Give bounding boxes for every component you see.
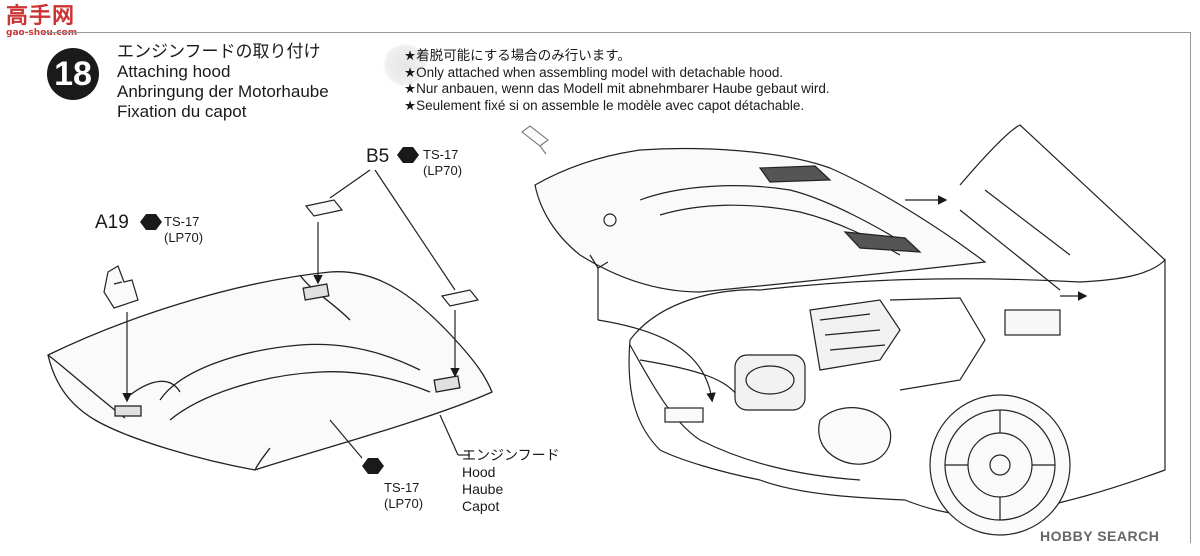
watermark: HOBBY SEARCH xyxy=(1040,528,1160,544)
part-b5-paint-code: TS-17 xyxy=(423,147,459,162)
note-fr: ★Seulement fixé si on assemble le modèle… xyxy=(404,97,805,113)
site-logo-text: 高手网 xyxy=(6,4,76,29)
hood-paint: TS-17 (LP70) xyxy=(384,480,423,512)
note-de: ★Nur anbauen, wenn das Modell mit abnehm… xyxy=(404,81,830,96)
site-logo-url: gao-shou.com xyxy=(6,28,78,38)
note-en: ★Only attached when assembling model wit… xyxy=(404,64,784,80)
step-title-fr: Fixation du capot xyxy=(117,102,247,121)
part-a19-drawing xyxy=(103,265,139,309)
hood-callout-fr: Capot xyxy=(462,498,500,514)
step-number-badge: 18 xyxy=(47,48,99,100)
cement-tube-icon xyxy=(521,125,549,155)
part-a19-paint-alt: (LP70) xyxy=(164,230,204,245)
hood-callout-de: Haube xyxy=(462,481,504,497)
site-logo: 高手网 gao-shou.com xyxy=(6,4,78,39)
hood-part-drawing xyxy=(47,271,493,471)
part-a19-paint: TS-17 (LP70) xyxy=(164,214,203,246)
part-b5-label: B5 xyxy=(366,146,390,167)
note-jp: ★着脱可能にする場合のみ行います。 xyxy=(404,48,631,63)
hexagon-paint-icon xyxy=(140,214,162,230)
part-a19-label: A19 xyxy=(95,212,129,233)
optional-marker-icon xyxy=(382,44,428,86)
part-b5-paint: TS-17 (LP70) xyxy=(423,147,462,179)
hood-paint-code: TS-17 xyxy=(384,480,420,495)
hood-callout-en: Hood xyxy=(462,464,496,480)
assembly-notes: ★着脱可能にする場合のみ行います。 ★Only attached when as… xyxy=(404,48,830,114)
step-title: エンジンフードの取り付け Attaching hood Anbringung d… xyxy=(117,42,329,122)
part-b5-paint-alt: (LP70) xyxy=(423,163,463,178)
hexagon-paint-icon xyxy=(397,147,419,163)
hood-callout: エンジンフード Hood Haube Capot xyxy=(462,447,560,515)
part-a19-paint-code: TS-17 xyxy=(164,214,200,229)
step-title-de: Anbringung der Motorhaube xyxy=(117,82,329,101)
instruction-frame xyxy=(43,32,1191,543)
step-title-en: Attaching hood xyxy=(117,62,231,81)
step-title-jp: エンジンフードの取り付け xyxy=(117,42,321,61)
car-drawing xyxy=(534,124,1166,536)
part-b5-drawing xyxy=(304,199,480,307)
hood-paint-alt: (LP70) xyxy=(384,496,424,511)
hood-callout-jp: エンジンフード xyxy=(462,447,560,463)
hexagon-paint-icon xyxy=(362,458,384,474)
